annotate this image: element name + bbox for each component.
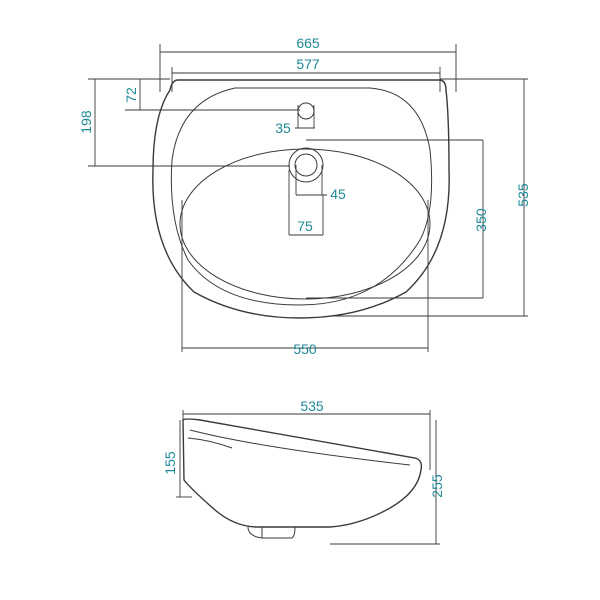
side-view: 535 155 255 — [162, 398, 445, 545]
dim-198-label: 198 — [78, 110, 94, 134]
side-drain-stub — [247, 526, 296, 539]
dim-665-label: 665 — [296, 35, 320, 51]
side-profile-outline — [182, 418, 423, 528]
drain-outer — [288, 147, 324, 183]
top-view: 665 577 72 198 35 45 75 350 535 550 — [78, 35, 531, 357]
dim-75-label: 75 — [297, 218, 313, 234]
dim-350-label: 350 — [473, 208, 489, 232]
basin-outer-outline — [152, 79, 450, 319]
dim-550-label: 550 — [293, 341, 317, 357]
side-rim-line — [189, 429, 411, 466]
dim-35-label: 35 — [275, 120, 291, 136]
side-rim-line-2 — [187, 437, 233, 449]
dim-535-top-label: 535 — [515, 183, 531, 207]
bowl-outline — [179, 148, 431, 300]
dim-577-label: 577 — [296, 56, 320, 72]
drain-inner — [294, 153, 318, 177]
dim-535-side-label: 535 — [300, 398, 324, 414]
dim-255-label: 255 — [429, 474, 445, 498]
dim-155-label: 155 — [162, 451, 178, 475]
faucet-hole — [297, 102, 315, 120]
basin-rim-outline — [170, 87, 433, 306]
dim-45-label: 45 — [330, 186, 346, 202]
dim-72-label: 72 — [123, 87, 139, 103]
